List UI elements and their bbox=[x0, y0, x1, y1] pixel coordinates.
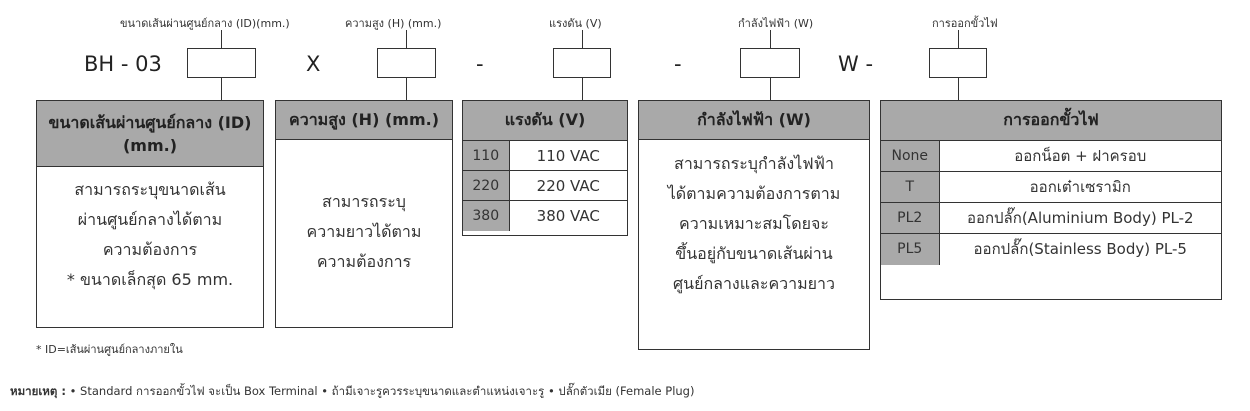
label-power: กำลังไฟฟ้า (W) bbox=[738, 17, 814, 30]
code-box-power bbox=[740, 48, 800, 78]
code-sep-x: X bbox=[306, 52, 321, 76]
table-row: PL5 ออกปลั๊ก(Stainless Body) PL-5 bbox=[881, 233, 1221, 265]
connector bbox=[406, 30, 407, 48]
terminal-code: None bbox=[881, 140, 940, 172]
panel-height: ความสูง (H) (mm.) สามารถระบุ ความยาวได้ต… bbox=[275, 100, 453, 328]
remark-text: • Standard การออกขั้วไฟ จะเป็น Box Termi… bbox=[65, 384, 695, 398]
panel-line: ศูนย์กลางและความยาว bbox=[672, 274, 836, 293]
panel-header: ความสูง (H) (mm.) bbox=[276, 101, 452, 140]
terminal-value: ออกปลั๊ก(Stainless Body) PL-5 bbox=[939, 233, 1221, 265]
panel-line: สามารถระบุขนาดเส้น bbox=[74, 180, 226, 199]
label-voltage: แรงดัน (V) bbox=[549, 17, 602, 30]
voltage-value: 220 VAC bbox=[509, 170, 627, 201]
label-terminal: การออกขั้วไฟ bbox=[932, 17, 998, 30]
terminal-value: ออกน็อต + ฝาครอบ bbox=[939, 140, 1221, 172]
panel-line: ความต้องการ bbox=[102, 240, 198, 259]
terminal-code: PL5 bbox=[881, 233, 940, 265]
panel-line: ได้ตามความต้องการตาม bbox=[667, 184, 841, 203]
panel-note: * ขนาดเล็กสุด 65 mm. bbox=[66, 270, 234, 289]
panel-voltage: แรงดัน (V) 110 110 VAC 220 220 VAC 380 3… bbox=[462, 100, 628, 236]
connector bbox=[221, 78, 222, 100]
code-box-id bbox=[187, 48, 256, 78]
panel-header: กำลังไฟฟ้า (W) bbox=[639, 101, 869, 140]
voltage-value: 110 VAC bbox=[509, 140, 627, 171]
remark-label: หมายเหตุ : bbox=[10, 384, 66, 398]
terminal-value: ออกเต๋าเซรามิก bbox=[939, 171, 1221, 203]
terminal-code: T bbox=[881, 171, 940, 203]
table-row: 220 220 VAC bbox=[463, 170, 627, 201]
code-sep-w: W - bbox=[838, 52, 874, 76]
panel-line: ผ่านศูนย์กลางได้ตาม bbox=[77, 210, 223, 229]
voltage-code: 110 bbox=[463, 140, 510, 171]
panel-header: การออกขั้วไฟ bbox=[881, 101, 1221, 140]
panel-line: ความต้องการ bbox=[316, 252, 412, 271]
connector bbox=[958, 78, 959, 100]
connector bbox=[582, 30, 583, 48]
terminal-table: None ออกน็อต + ฝาครอบ T ออกเต๋าเซรามิก P… bbox=[881, 140, 1221, 265]
connector bbox=[958, 30, 959, 48]
connector bbox=[221, 30, 222, 48]
code-box-height bbox=[377, 48, 436, 78]
code-sep-dash: - bbox=[674, 52, 682, 76]
connector bbox=[406, 78, 407, 100]
terminal-code: PL2 bbox=[881, 202, 940, 234]
table-row: None ออกน็อต + ฝาครอบ bbox=[881, 140, 1221, 172]
table-row: 110 110 VAC bbox=[463, 140, 627, 171]
panel-line: ขึ้นอยู่กับขนาดเส้นผ่าน bbox=[675, 244, 833, 263]
table-row: 380 380 VAC bbox=[463, 200, 627, 231]
connector bbox=[770, 30, 771, 48]
panel-line: สามารถระบุกำลังไฟฟ้า bbox=[674, 154, 834, 173]
terminal-value: ออกปลั๊ก(Aluminium Body) PL-2 bbox=[939, 202, 1221, 234]
voltage-code: 220 bbox=[463, 170, 510, 201]
panel-line: ความยาวได้ตาม bbox=[306, 222, 422, 241]
table-row: PL2 ออกปลั๊ก(Aluminium Body) PL-2 bbox=[881, 202, 1221, 234]
panel-header: ขนาดเส้นผ่านศูนย์กลาง (ID) (mm.) bbox=[37, 101, 263, 167]
panel-id: ขนาดเส้นผ่านศูนย์กลาง (ID) (mm.) สามารถร… bbox=[36, 100, 264, 328]
code-box-voltage bbox=[553, 48, 611, 78]
connector bbox=[582, 78, 583, 100]
panel-terminal: การออกขั้วไฟ None ออกน็อต + ฝาครอบ T ออก… bbox=[880, 100, 1222, 300]
voltage-table: 110 110 VAC 220 220 VAC 380 380 VAC bbox=[463, 140, 627, 231]
code-sep-dash: - bbox=[476, 52, 484, 76]
voltage-value: 380 VAC bbox=[509, 200, 627, 231]
label-height: ความสูง (H) (mm.) bbox=[345, 17, 442, 30]
remark: หมายเหตุ : • Standard การออกขั้วไฟ จะเป็… bbox=[10, 383, 694, 401]
voltage-code: 380 bbox=[463, 200, 510, 231]
panel-power: กำลังไฟฟ้า (W) สามารถระบุกำลังไฟฟ้า ได้ต… bbox=[638, 100, 870, 350]
footnote: * ID=เส้นผ่านศูนย์กลางภายใน bbox=[36, 343, 183, 356]
panel-line: สามารถระบุ bbox=[322, 192, 406, 211]
panel-line: ความเหมาะสมโดยจะ bbox=[679, 214, 829, 233]
code-box-terminal bbox=[929, 48, 987, 78]
panel-header: แรงดัน (V) bbox=[463, 101, 627, 140]
code-prefix: BH - 03 bbox=[84, 52, 162, 76]
table-row: T ออกเต๋าเซรามิก bbox=[881, 171, 1221, 203]
connector bbox=[770, 78, 771, 100]
label-id: ขนาดเส้นผ่านศูนย์กลาง (ID)(mm.) bbox=[120, 17, 290, 30]
